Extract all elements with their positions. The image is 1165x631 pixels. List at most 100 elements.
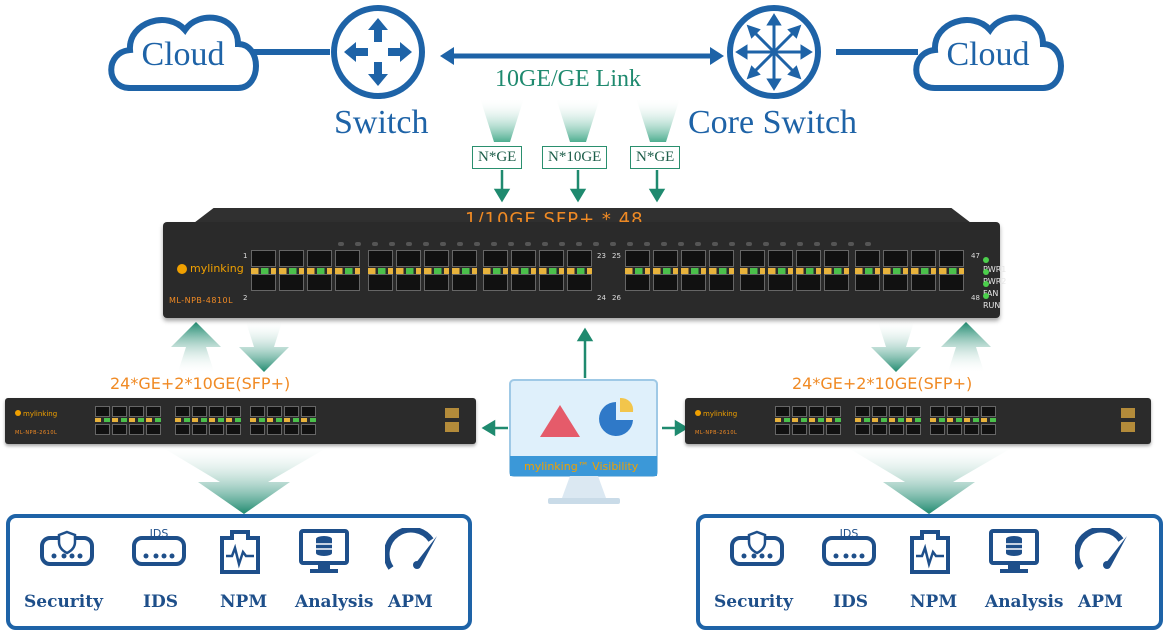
sfp-port [911, 250, 936, 267]
sfp-port [567, 274, 592, 291]
led-fan: FAN [983, 280, 1000, 298]
left-bidir-arrows [171, 322, 289, 372]
port-led-strip [947, 418, 962, 422]
switch-label: Switch [334, 104, 429, 141]
sfp-port [796, 250, 821, 267]
port-led-strip [911, 268, 936, 274]
link-label: 10GE/GE Link [495, 66, 641, 92]
left-sub-title: 24*GE+2*10GE(SFP+) [110, 374, 291, 393]
vent-dot [406, 242, 412, 246]
vent-dot [559, 242, 565, 246]
npm-label: NPM [220, 592, 268, 612]
port-led-strip [267, 418, 282, 422]
vent-dot [831, 242, 837, 246]
analysis-icon [298, 528, 350, 580]
port-num-47: 47 [971, 252, 980, 260]
apm-icon [383, 526, 443, 576]
switch-icon [331, 5, 425, 99]
vent-dot [593, 242, 599, 246]
port-led-strip [279, 268, 304, 274]
sfp-port [146, 424, 161, 435]
monitor-up-arrow [576, 327, 594, 378]
vent-dot [389, 242, 395, 246]
vent-dot [508, 242, 514, 246]
sfp-port [964, 424, 979, 435]
vent-dot [797, 242, 803, 246]
port-led-strip [796, 268, 821, 274]
vent-dot [372, 242, 378, 246]
port-led-strip [809, 418, 824, 422]
sfp-port [947, 406, 962, 417]
port-led-strip [775, 418, 790, 422]
security-icon [730, 528, 784, 572]
sfp-port [129, 424, 144, 435]
led-run: RUN [983, 292, 1000, 310]
port-led-strip [226, 418, 241, 422]
right-sub-logo: mylinking [695, 410, 737, 418]
right-bidir-arrows [871, 322, 991, 372]
console-port [1121, 408, 1135, 418]
sfp-port [452, 250, 477, 267]
sfp-port [906, 424, 921, 435]
sfp-port [824, 274, 849, 291]
analysis-label: Analysis [295, 592, 374, 612]
main-switch-logo: mylinking [177, 262, 244, 275]
main-switch-top [190, 208, 975, 226]
sfp-port [112, 424, 127, 435]
vent-dot [474, 242, 480, 246]
sfp-port [883, 274, 908, 291]
link-funnel-3 [636, 98, 680, 142]
sfp-port [396, 250, 421, 267]
port-led-strip [681, 268, 706, 274]
left-sub-switch: mylinking ML-NPB-2610L [5, 398, 476, 444]
vent-dot [865, 242, 871, 246]
port-led-strip [335, 268, 360, 274]
sfp-port [792, 406, 807, 417]
sfp-port [250, 424, 265, 435]
right-sub-title: 24*GE+2*10GE(SFP+) [792, 374, 973, 393]
port-led-strip [284, 418, 299, 422]
ids-label: IDS [143, 592, 178, 612]
port-led-strip [883, 268, 908, 274]
port-led-strip [981, 418, 996, 422]
sfp-port [981, 406, 996, 417]
sfp-port [709, 250, 734, 267]
sfp-port [483, 250, 508, 267]
ids-icon: IDS [132, 527, 186, 572]
sfp-port [539, 250, 564, 267]
vent-dot [423, 242, 429, 246]
port-num-2: 2 [243, 294, 248, 302]
link-funnel-1 [480, 98, 524, 142]
vent-dot [695, 242, 701, 246]
sfp-port [175, 424, 190, 435]
port-led-strip [768, 268, 793, 274]
sfp-port [775, 424, 790, 435]
npm-icon [218, 528, 262, 578]
port-led-strip [539, 268, 564, 274]
monitor-icon [509, 379, 658, 504]
sfp-port [226, 406, 241, 417]
left-sub-logo: mylinking [15, 410, 57, 418]
main-switch: mylinking ML-NPB-4810L 1 2 23 24 25 26 4… [163, 222, 1006, 318]
sfp-port [511, 274, 536, 291]
sfp-port [452, 274, 477, 291]
core-switch-icon [727, 5, 821, 99]
brand-icon [177, 264, 187, 274]
port-num-23: 23 [597, 252, 606, 260]
security-label: Security [24, 592, 103, 612]
sfp-port [939, 274, 964, 291]
sfp-port [826, 406, 841, 417]
port-led-strip [511, 268, 536, 274]
sfp-port [368, 250, 393, 267]
port-led-strip [129, 418, 144, 422]
sfp-port [307, 250, 332, 267]
vent-dot [542, 242, 548, 246]
vent-dot [610, 242, 616, 246]
port-led-strip [906, 418, 921, 422]
ids-label: IDS [833, 592, 868, 612]
apm-label: APM [388, 592, 433, 612]
sfp-port [279, 250, 304, 267]
vent-dot [848, 242, 854, 246]
vent-dot [729, 242, 735, 246]
sfp-port [301, 406, 316, 417]
